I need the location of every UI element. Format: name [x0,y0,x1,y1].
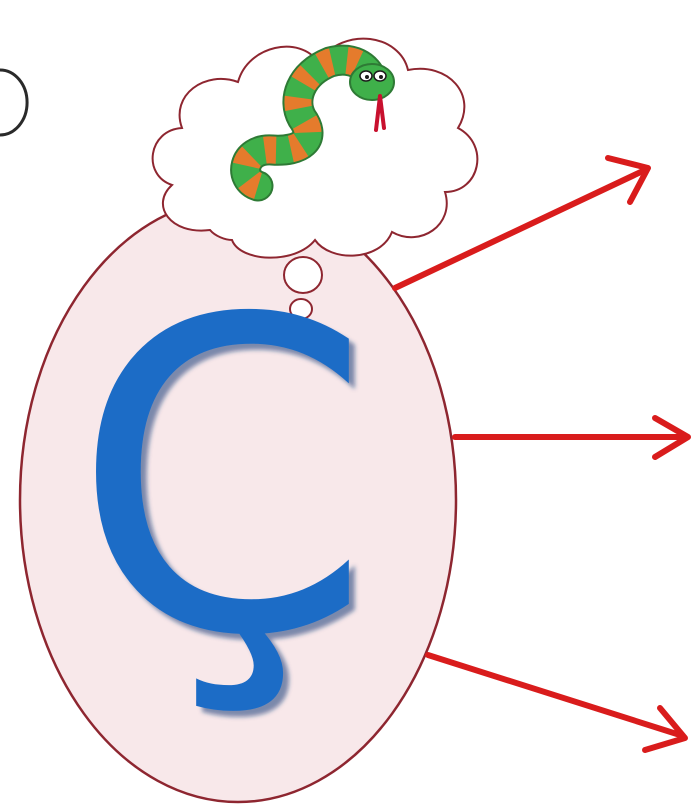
arrow-right [452,415,691,460]
arrow-lower-right [425,652,688,753]
letter-c-cedilla: Ç [72,230,372,730]
snake-icon [230,44,395,202]
arrow-upper-right [392,155,651,291]
edge-fragment [0,68,29,137]
